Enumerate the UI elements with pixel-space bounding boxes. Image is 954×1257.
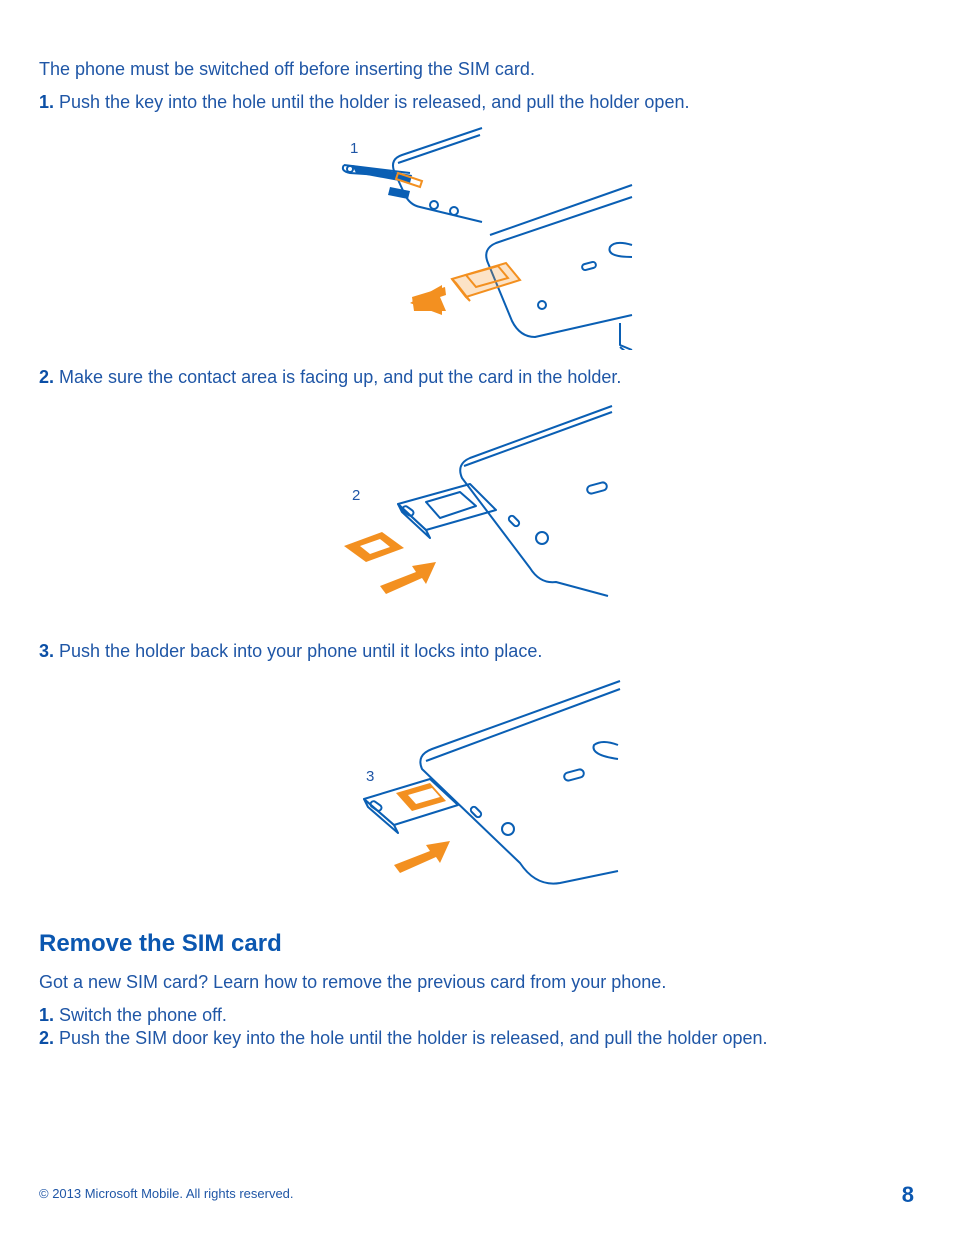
intro-text: The phone must be switched off before in… bbox=[39, 59, 535, 79]
step-1-remove: 1. Switch the phone off. bbox=[39, 1004, 227, 1026]
step-2-remove: 2. Push the SIM door key into the hole u… bbox=[39, 1027, 768, 1049]
step-number: 2. bbox=[39, 1028, 55, 1048]
step-2-insert: 2. Make sure the contact area is facing … bbox=[39, 366, 621, 388]
step-number: 1. bbox=[39, 92, 55, 112]
step-number: 2. bbox=[39, 367, 55, 387]
section-title: Remove the SIM card bbox=[39, 930, 282, 957]
step-number: 1. bbox=[39, 1005, 55, 1025]
page-number: 8 bbox=[901, 1182, 914, 1207]
step-1-insert: 1. Push the key into the hole until the … bbox=[39, 91, 689, 113]
figure-label: 3 bbox=[366, 768, 374, 785]
figure-eject-key: 1 bbox=[341, 127, 633, 350]
step-text: Switch the phone off. bbox=[59, 1005, 227, 1025]
step-text: Push the key into the hole until the hol… bbox=[59, 92, 690, 112]
section-intro: Got a new SIM card? Learn how to remove … bbox=[39, 972, 667, 992]
step-number: 3. bbox=[39, 641, 55, 661]
figure-push-holder: 3 bbox=[363, 680, 621, 885]
step-3-insert: 3. Push the holder back into your phone … bbox=[39, 640, 542, 662]
figure-label: 1 bbox=[350, 140, 358, 157]
figure-insert-card: 2 bbox=[344, 405, 613, 597]
step-text: Make sure the contact area is facing up,… bbox=[59, 367, 622, 387]
step-text: Push the SIM door key into the hole unti… bbox=[59, 1028, 768, 1048]
figure-label: 2 bbox=[352, 487, 360, 504]
step-text: Push the holder back into your phone unt… bbox=[59, 641, 543, 661]
copyright-footer: © 2013 Microsoft Mobile. All rights rese… bbox=[39, 1186, 294, 1201]
